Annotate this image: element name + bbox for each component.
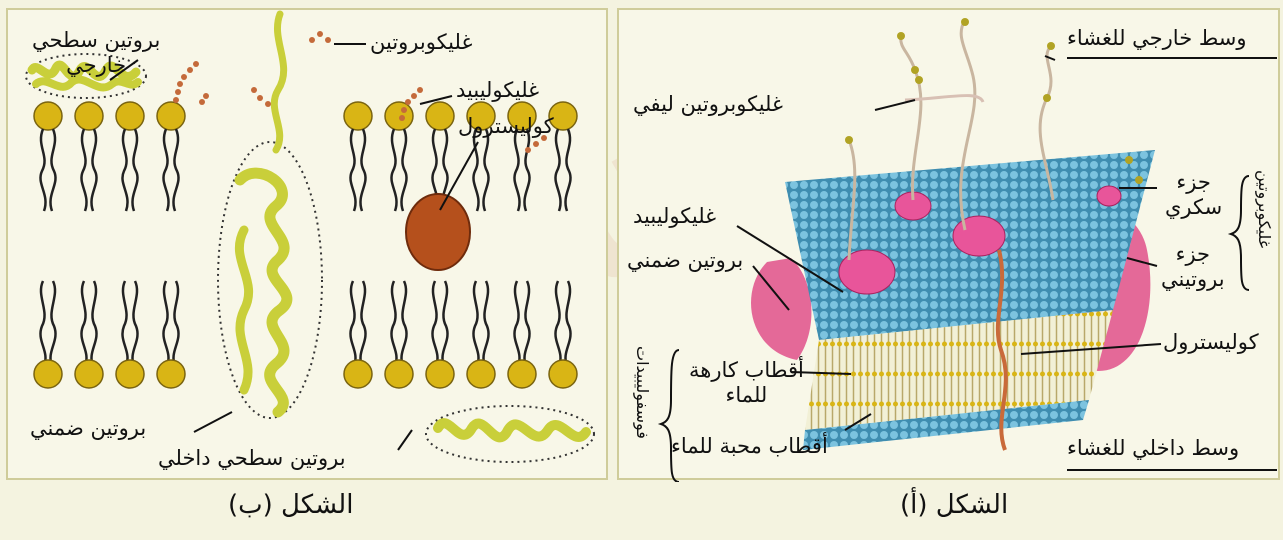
label-glycoprotein-brace: غليكوبروتين (1255, 170, 1274, 248)
label-hydrophilic-poles: أقطاب محبة للماء (671, 434, 828, 459)
label-glycolipid-a: غليكوليبيد (633, 204, 716, 229)
figure-b-panel: بروتين سطحي خارجي غليكوبروتين غليكوليبيد… (6, 8, 608, 480)
glycoprotein-brace (1231, 176, 1249, 290)
phospholipid-group-left (34, 102, 185, 388)
label-glycolipid: غليكوليبيد (456, 78, 539, 103)
label-protein-part: جزء بروتيني (1161, 242, 1225, 292)
figure-a-panel: وسط خارجي للغشاء غليكوبروتين ليفي غليكول… (617, 8, 1280, 480)
label-phospholipids-brace: فوسفوليبيدات (633, 346, 652, 439)
label-cholesterol-a: كوليسترول (1163, 330, 1259, 355)
phospholipids-brace (661, 350, 679, 482)
inner-surface-protein (426, 406, 594, 462)
label-inner-surface-protein: بروتين سطحي داخلي (158, 446, 346, 471)
label-outer-surface-protein: بروتين سطحي خارجي (32, 28, 160, 78)
glycolipid-chain-left (173, 61, 209, 105)
label-cholesterol: كوليسترول (458, 114, 554, 139)
label-hydrophobic-poles: أقطاب كارهة للماء (689, 358, 804, 408)
label-fibrous-glycoprotein: غليكوبروتين ليفي (633, 92, 783, 117)
label-integral-protein-a: بروتين ضمني (627, 248, 743, 273)
caption-figure-a: الشكل (أ) (900, 490, 1008, 520)
label-integral-protein: بروتين ضمني (30, 416, 146, 441)
caption-figure-b: الشكل (ب) (228, 490, 353, 520)
label-inner-medium: وسط داخلي للغشاء (1067, 436, 1239, 461)
cholesterol-molecule (406, 194, 470, 270)
integral-protein (218, 14, 331, 418)
label-sugar-part: جزء سكري (1165, 170, 1222, 220)
label-glycoprotein: غليكوبروتين (370, 30, 472, 55)
label-outer-medium: وسط خارجي للغشاء (1067, 26, 1247, 51)
